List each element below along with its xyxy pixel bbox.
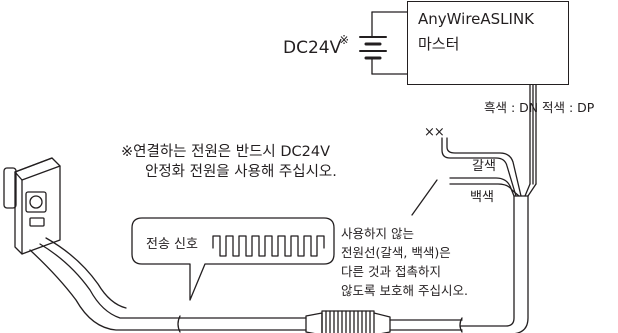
caution-line3: 다른 것과 접촉하지 [341, 264, 441, 279]
power-wires [441, 137, 537, 197]
power-note-line2: 안정화 전원을 사용해 주십시오. [145, 164, 337, 180]
wire-label-dp: 적색 : DP [542, 100, 595, 115]
sensor-device [3, 157, 181, 331]
wire-label-dn: 흑색 : DN [484, 100, 539, 115]
power-note-line1: ※연결하는 전원은 반드시 DC24V [121, 144, 331, 160]
leader-line [411, 179, 438, 216]
master-title: AnyWireASLINK [418, 10, 535, 28]
master-subtitle: 마스터 [418, 35, 460, 53]
signal-label: 전송 신호 [146, 237, 198, 252]
signal-wires [529, 84, 537, 185]
caution-line1: 사용하지 않는 [341, 226, 414, 241]
master-unit [407, 1, 569, 85]
wire-label-white: 백색 [470, 190, 494, 205]
power-label: DC24V [283, 38, 342, 58]
wire-label-brown: 갈색 [472, 159, 496, 174]
unused-wire-marker: ×× [424, 125, 445, 140]
main-cable-vertical [459, 195, 529, 333]
signal-bubble [131, 217, 335, 301]
battery-symbol [359, 11, 408, 75]
connector [305, 310, 391, 333]
caution-line2: 전원선(갈색, 백색)은 [341, 245, 451, 260]
square-wave [212, 235, 325, 257]
main-cable-horizontal [177, 315, 463, 333]
caution-line4: 않도록 보호해 주십시오. [341, 283, 468, 298]
power-note-mark: ※ [339, 33, 350, 47]
